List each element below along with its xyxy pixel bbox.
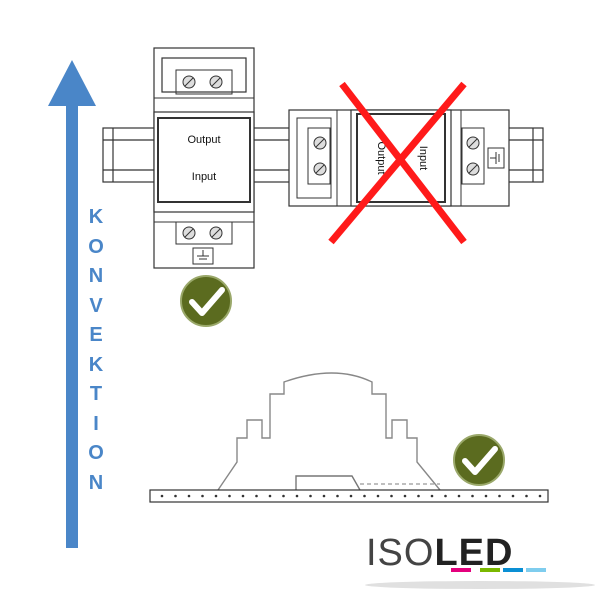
convection-letter: K xyxy=(88,206,104,228)
strip-dot xyxy=(187,494,191,498)
strip-dot xyxy=(403,494,407,498)
arrow-up-icon xyxy=(48,60,96,548)
check-icon xyxy=(180,275,232,327)
convection-letter: N xyxy=(88,265,104,287)
strip-dot xyxy=(336,494,339,498)
vertical-module: Output Input xyxy=(153,47,255,269)
convection-letter: O xyxy=(88,235,104,258)
strip-dot xyxy=(484,494,488,498)
profile-housing xyxy=(217,372,441,491)
strip-dot xyxy=(511,494,515,498)
strip-dot xyxy=(241,494,245,498)
strip-dot xyxy=(390,494,393,498)
screw-icon xyxy=(466,136,480,150)
logo-iso: ISO xyxy=(366,532,435,574)
strip-dot xyxy=(444,494,447,498)
screw-icon xyxy=(209,75,223,89)
output-label-rotated: Output xyxy=(375,141,387,174)
strip-dot xyxy=(457,494,461,498)
strip-dot xyxy=(525,494,528,498)
logo-shadow xyxy=(365,581,595,589)
strip-dot xyxy=(214,494,218,498)
strip-dot xyxy=(363,494,366,498)
convection-letter: V xyxy=(89,294,103,317)
isoled-logo: ISOLED xyxy=(366,532,513,575)
convection-letter: T xyxy=(89,383,103,405)
strip-dot xyxy=(417,494,420,498)
strip-dot xyxy=(174,494,177,498)
strip-dot xyxy=(498,494,501,498)
screw-icon xyxy=(182,75,196,89)
strip-dot xyxy=(160,494,164,498)
led-strip xyxy=(149,489,549,503)
strip-dot xyxy=(282,494,285,498)
strip-dot xyxy=(376,494,380,498)
strip-dot xyxy=(430,494,434,498)
strip-dot xyxy=(322,494,326,498)
convection-letter: O xyxy=(88,442,104,464)
strip-dot xyxy=(471,494,474,498)
strip-dot xyxy=(201,494,204,498)
convection-letter: E xyxy=(89,324,103,346)
strip-dot xyxy=(255,494,258,498)
screw-icon xyxy=(182,226,196,240)
strip-dot xyxy=(538,494,542,498)
screw-icon xyxy=(313,136,327,150)
screw-icon xyxy=(313,162,327,176)
logo-color-bars xyxy=(451,568,546,572)
ground-icon xyxy=(192,247,214,265)
convection-letter: N xyxy=(88,471,104,494)
convection-letter: K xyxy=(88,353,104,376)
ground-icon xyxy=(487,147,505,169)
horizontal-module: Output Input xyxy=(288,109,510,207)
screw-icon xyxy=(466,162,480,176)
convection-letter: I xyxy=(93,412,99,435)
strip-dot xyxy=(309,494,312,498)
strip-dot xyxy=(349,494,353,498)
strip-dot xyxy=(228,494,231,498)
strip-dot xyxy=(295,494,299,498)
strip-dot xyxy=(268,494,272,498)
screw-icon xyxy=(209,226,223,240)
check-icon xyxy=(453,434,505,486)
input-label-rotated: Input xyxy=(417,146,429,170)
input-label: Input xyxy=(192,171,216,183)
logo-led: LED xyxy=(434,532,514,574)
cross-icon xyxy=(328,81,467,245)
output-label: Output xyxy=(187,134,220,146)
